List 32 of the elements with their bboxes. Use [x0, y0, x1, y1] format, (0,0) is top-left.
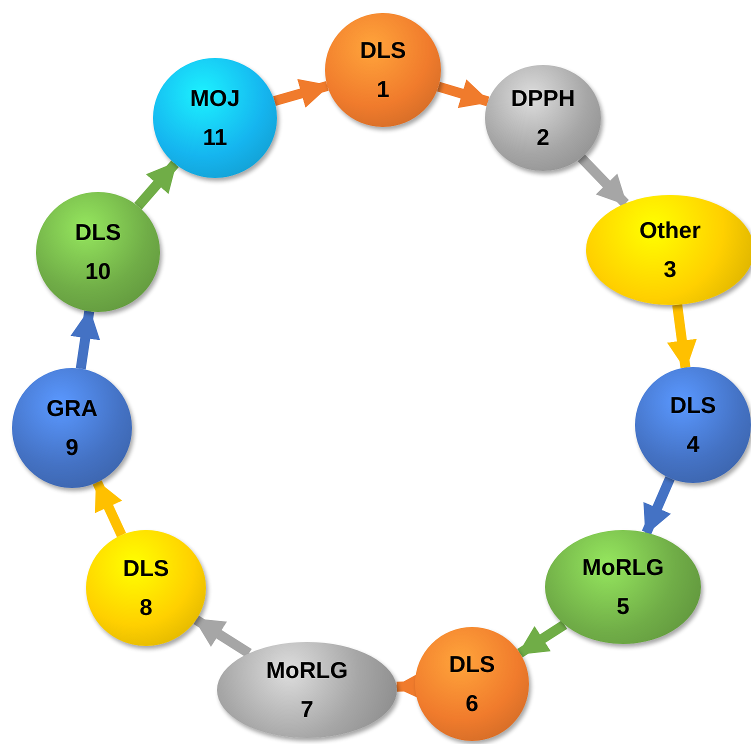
node-number: 6	[466, 692, 478, 715]
arrow	[642, 476, 675, 536]
node-label: DLS	[449, 653, 495, 676]
node-number: 5	[616, 595, 630, 618]
node-label: DLS	[123, 557, 169, 580]
node-number: 7	[300, 698, 314, 721]
arrow	[194, 616, 252, 658]
node-number: 1	[376, 78, 390, 101]
node-number: 10	[85, 260, 111, 283]
arrow	[578, 154, 629, 207]
arrow	[667, 304, 697, 370]
node-label: MoRLG	[582, 556, 664, 579]
node-number: 11	[202, 126, 228, 149]
arrow	[437, 79, 491, 108]
node-label: Other	[639, 219, 701, 242]
node-label: DLS	[670, 394, 716, 417]
arrow	[70, 308, 100, 370]
node-label: DPPH	[511, 87, 575, 110]
node-number: 9	[66, 436, 78, 459]
node-number: 3	[664, 258, 676, 281]
arrow	[134, 160, 179, 210]
node-label: DLS	[360, 39, 406, 62]
node-number: 2	[536, 126, 550, 149]
node-number: 4	[686, 433, 700, 456]
node-label: MOJ	[190, 87, 240, 110]
node-label: GRA	[46, 397, 98, 420]
arrow	[517, 620, 568, 658]
node-number: 8	[140, 596, 152, 619]
node-label: DLS	[75, 221, 121, 244]
arrow	[273, 78, 330, 108]
arrow	[92, 480, 126, 538]
node-label: MoRLG	[266, 659, 348, 682]
